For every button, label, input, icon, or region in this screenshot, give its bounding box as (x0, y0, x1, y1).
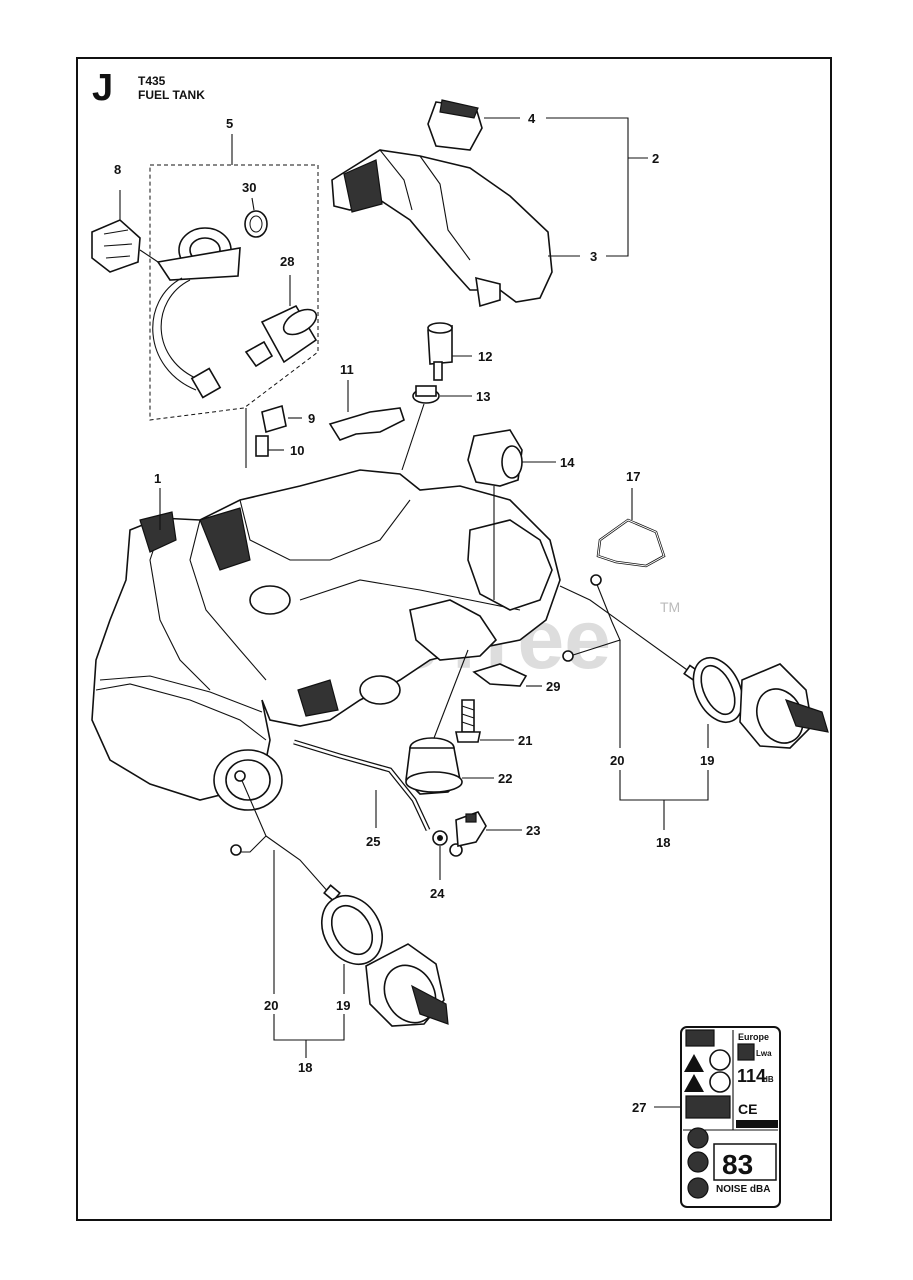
part-8-filter[interactable] (91, 190, 159, 273)
callout-11[interactable]: 11 (340, 362, 354, 377)
part-14-mount[interactable] (467, 429, 556, 600)
callout-18-left[interactable]: 18 (298, 1060, 312, 1075)
diagram-title: FUEL TANK (138, 88, 205, 102)
part-12-valve[interactable] (427, 322, 472, 381)
callout-20-right[interactable]: 20 (610, 753, 624, 768)
decal-lwa: Lwa (756, 1049, 772, 1058)
part-9-plug[interactable] (261, 404, 302, 434)
decal-noise-label: NOISE dBA (716, 1184, 770, 1195)
callout-5[interactable]: 5 (226, 116, 233, 131)
callout-20-left[interactable]: 20 (264, 998, 278, 1013)
callout-2[interactable]: 2 (652, 151, 659, 166)
callout-30[interactable]: 30 (242, 180, 256, 195)
part-11-bracket[interactable] (328, 380, 405, 441)
callout-21[interactable]: 21 (518, 733, 532, 748)
decal-noise-value: 83 (722, 1149, 753, 1180)
callout-1[interactable]: 1 (154, 471, 161, 486)
part-17-gasket[interactable] (596, 488, 666, 568)
callout-24[interactable]: 24 (430, 886, 445, 901)
diagram-frame (76, 57, 832, 1221)
model-number: T435 (138, 74, 166, 88)
callout-22[interactable]: 22 (498, 771, 512, 786)
decal-ce-mark: CE (738, 1101, 757, 1117)
callout-14[interactable]: 14 (560, 455, 575, 470)
callout-28[interactable]: 28 (280, 254, 294, 269)
decal-sound-unit: dB (763, 1075, 774, 1084)
assembly-5-box (149, 134, 319, 421)
part-23-valve[interactable] (455, 811, 522, 847)
callout-19-right[interactable]: 19 (700, 753, 714, 768)
part-3-cover[interactable] (331, 149, 553, 308)
callout-3[interactable]: 3 (590, 249, 597, 264)
part-27-decal[interactable]: Europe Lwa 114 dB CE 83 NOISE dBA (654, 1026, 781, 1208)
callout-labels: 5 8 30 28 4 2 3 12 11 13 9 10 14 17 1 29… (114, 111, 714, 1115)
callout-4[interactable]: 4 (528, 111, 536, 126)
callout-bracket-2 (546, 117, 648, 257)
callout-27[interactable]: 27 (632, 1100, 646, 1115)
part-21-screw[interactable] (455, 699, 514, 743)
callout-13[interactable]: 13 (476, 389, 490, 404)
callout-17[interactable]: 17 (626, 469, 640, 484)
part-28-filter[interactable] (244, 275, 321, 368)
part-1-fuel-tank[interactable] (91, 469, 561, 811)
callout-25[interactable]: 25 (366, 834, 380, 849)
part-29-clip[interactable] (472, 663, 542, 687)
watermark-trademark: TM (660, 599, 680, 615)
callout-bracket-18-left (273, 1014, 345, 1058)
part-13-grommet[interactable] (401, 385, 472, 471)
part-10-screw[interactable] (245, 408, 284, 468)
part-25-fuel-line[interactable] (293, 739, 431, 832)
callout-23[interactable]: 23 (526, 823, 540, 838)
callout-29[interactable]: 29 (546, 679, 560, 694)
decal-sound-power: 114 (737, 1066, 766, 1086)
part-19-seal-right[interactable] (684, 650, 753, 748)
callout-8[interactable]: 8 (114, 162, 121, 177)
part-19-seal-left[interactable] (310, 885, 394, 994)
part-24-washer[interactable] (432, 830, 463, 880)
part-fuel-cap-left[interactable] (365, 943, 449, 1032)
callout-18-right[interactable]: 18 (656, 835, 670, 850)
callout-9[interactable]: 9 (308, 411, 315, 426)
part-20-vent-right[interactable] (559, 574, 701, 748)
part-5-fuel-hose[interactable] (152, 227, 241, 399)
part-4-cap[interactable] (427, 99, 520, 151)
part-20-vent-left[interactable] (230, 770, 341, 994)
decal-region: Europe (738, 1032, 769, 1042)
section-letter: J (92, 67, 114, 109)
callout-10[interactable]: 10 (290, 443, 304, 458)
part-22-grommet[interactable] (405, 649, 494, 795)
callout-19-left[interactable]: 19 (336, 998, 350, 1013)
part-fuel-cap-right[interactable] (739, 663, 829, 751)
callout-12[interactable]: 12 (478, 349, 492, 364)
part-30-clamp[interactable] (244, 197, 268, 238)
callout-bracket-18-right (619, 770, 709, 830)
